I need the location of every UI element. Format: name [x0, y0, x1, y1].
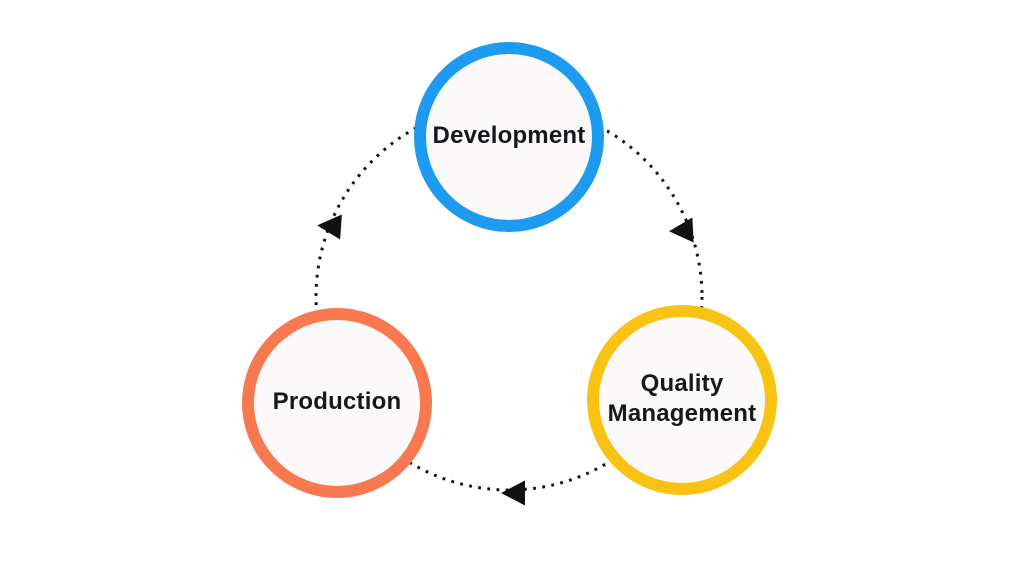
node-circle-development	[414, 42, 604, 232]
arrowhead-bottom	[501, 480, 525, 506]
arrowhead-upper-right	[669, 217, 694, 243]
node-label-quality-management: Quality Management	[608, 369, 757, 429]
development-label-text: Development	[432, 122, 586, 149]
node-circle-production	[242, 308, 432, 498]
node-label-development: Development	[433, 121, 586, 151]
quality-label-line2: Management	[607, 400, 757, 427]
quality-label-line1: Quality	[640, 370, 724, 397]
node-label-production: Production	[273, 387, 402, 417]
cycle-path	[314, 102, 704, 492]
arrowhead-upper-left	[317, 214, 342, 240]
node-circle-quality-management	[587, 305, 777, 495]
production-label-text: Production	[272, 388, 402, 415]
